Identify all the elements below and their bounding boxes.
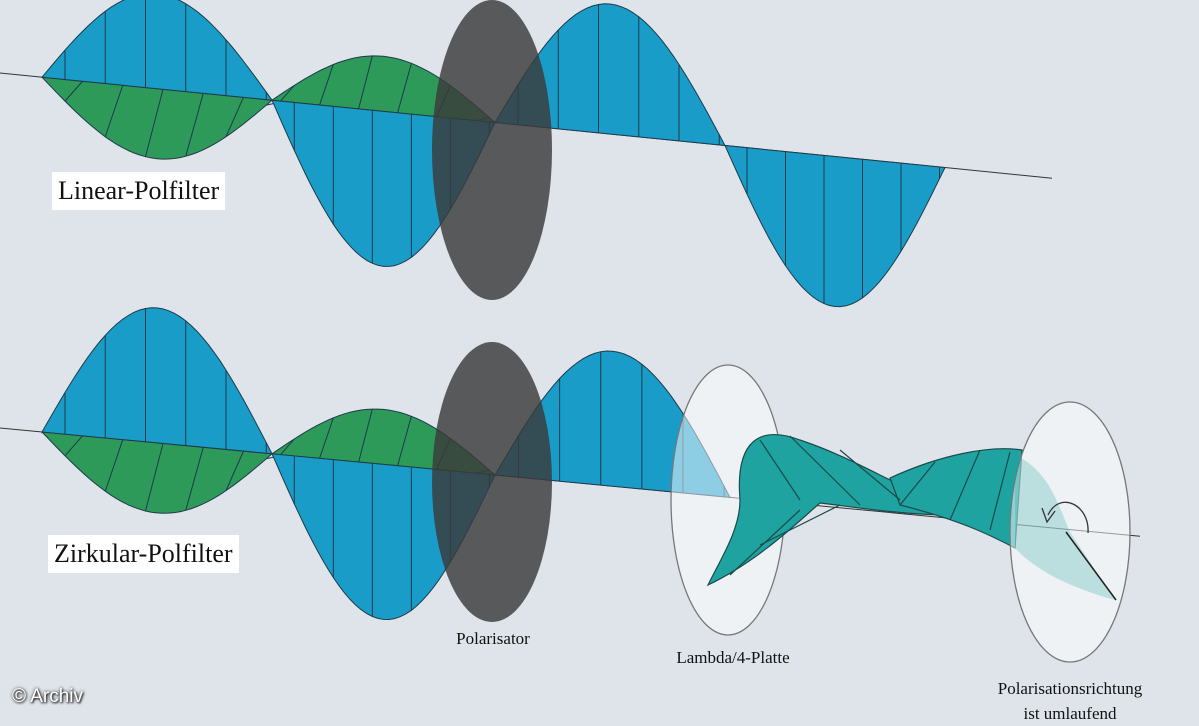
rotation-arrow-icon	[1047, 501, 1089, 534]
circular-wave-hatch	[949, 449, 981, 521]
circular-wave-hatch	[789, 435, 861, 506]
circular-wave-segment	[889, 448, 1023, 549]
horizontal-wave-lobe	[41, 431, 274, 514]
vertical-wave-lobe	[41, 0, 274, 101]
circular-wave-hatch	[729, 509, 801, 576]
horizontal-wave-lobe-line	[319, 417, 334, 459]
circular-wave-hatch	[899, 461, 936, 506]
horizontal-wave-lobe-line	[319, 64, 334, 106]
horizontal-wave-lobe-line	[358, 408, 373, 463]
circular-wave-hatch	[759, 504, 841, 546]
rotation-label-line2: ist umlaufend	[1023, 704, 1117, 723]
circular-wave-hatch	[759, 439, 801, 501]
rotation-label-line1: Polarisationsrichtung	[997, 679, 1143, 698]
rotation-label: Polarisationsrichtung ist umlaufend	[998, 676, 1142, 726]
horizontal-wave-lobe-line	[397, 63, 412, 113]
horizontal-wave-lobe-line	[145, 443, 164, 512]
horizontal-wave-lobe-line	[104, 85, 124, 137]
output-plane-disc	[1009, 401, 1131, 663]
circular-wave-hatch	[839, 449, 901, 501]
horizontal-wave-lobe-line	[280, 438, 295, 455]
linear-filter-diagram	[0, 0, 1053, 308]
horizontal-wave-lobe-line	[145, 89, 164, 157]
horizontal-wave-lobe-line	[64, 435, 83, 457]
quarter-wave-plate-label: Lambda/4-Platte	[676, 648, 790, 667]
horizontal-wave-lobe-line	[358, 55, 373, 109]
polarizer-disc	[432, 342, 552, 622]
linear-filter-label: Linear-Polfilter	[52, 172, 226, 210]
rotation-arrowhead-icon	[1041, 507, 1056, 524]
vertical-wave-lobe	[724, 144, 946, 308]
polarizer-label: Polarisator	[456, 629, 530, 648]
horizontal-wave-lobe	[40, 76, 274, 160]
circular-filter-diagram	[0, 307, 1141, 663]
horizontal-wave-lobe-line	[185, 93, 204, 157]
horizontal-wave-lobe-line	[225, 97, 244, 137]
horizontal-wave-lobe-line	[225, 450, 244, 491]
horizontal-wave-lobe-line	[64, 80, 83, 102]
horizontal-wave-lobe-line	[185, 447, 204, 511]
polarizer-disc	[432, 0, 552, 300]
horizontal-wave-lobe-line	[397, 416, 412, 466]
circular-filter-label: Zirkular-Polfilter	[48, 535, 239, 573]
copyright: © Archiv	[12, 686, 84, 707]
circular-wave-segment	[706, 434, 962, 587]
vertical-wave-lobe	[41, 307, 273, 455]
electric-field-vector-arrow	[1065, 531, 1117, 601]
horizontal-wave-lobe-line	[104, 439, 124, 492]
horizontal-wave-lobe-line	[280, 85, 295, 102]
circular-wave-hatch	[989, 451, 1011, 531]
